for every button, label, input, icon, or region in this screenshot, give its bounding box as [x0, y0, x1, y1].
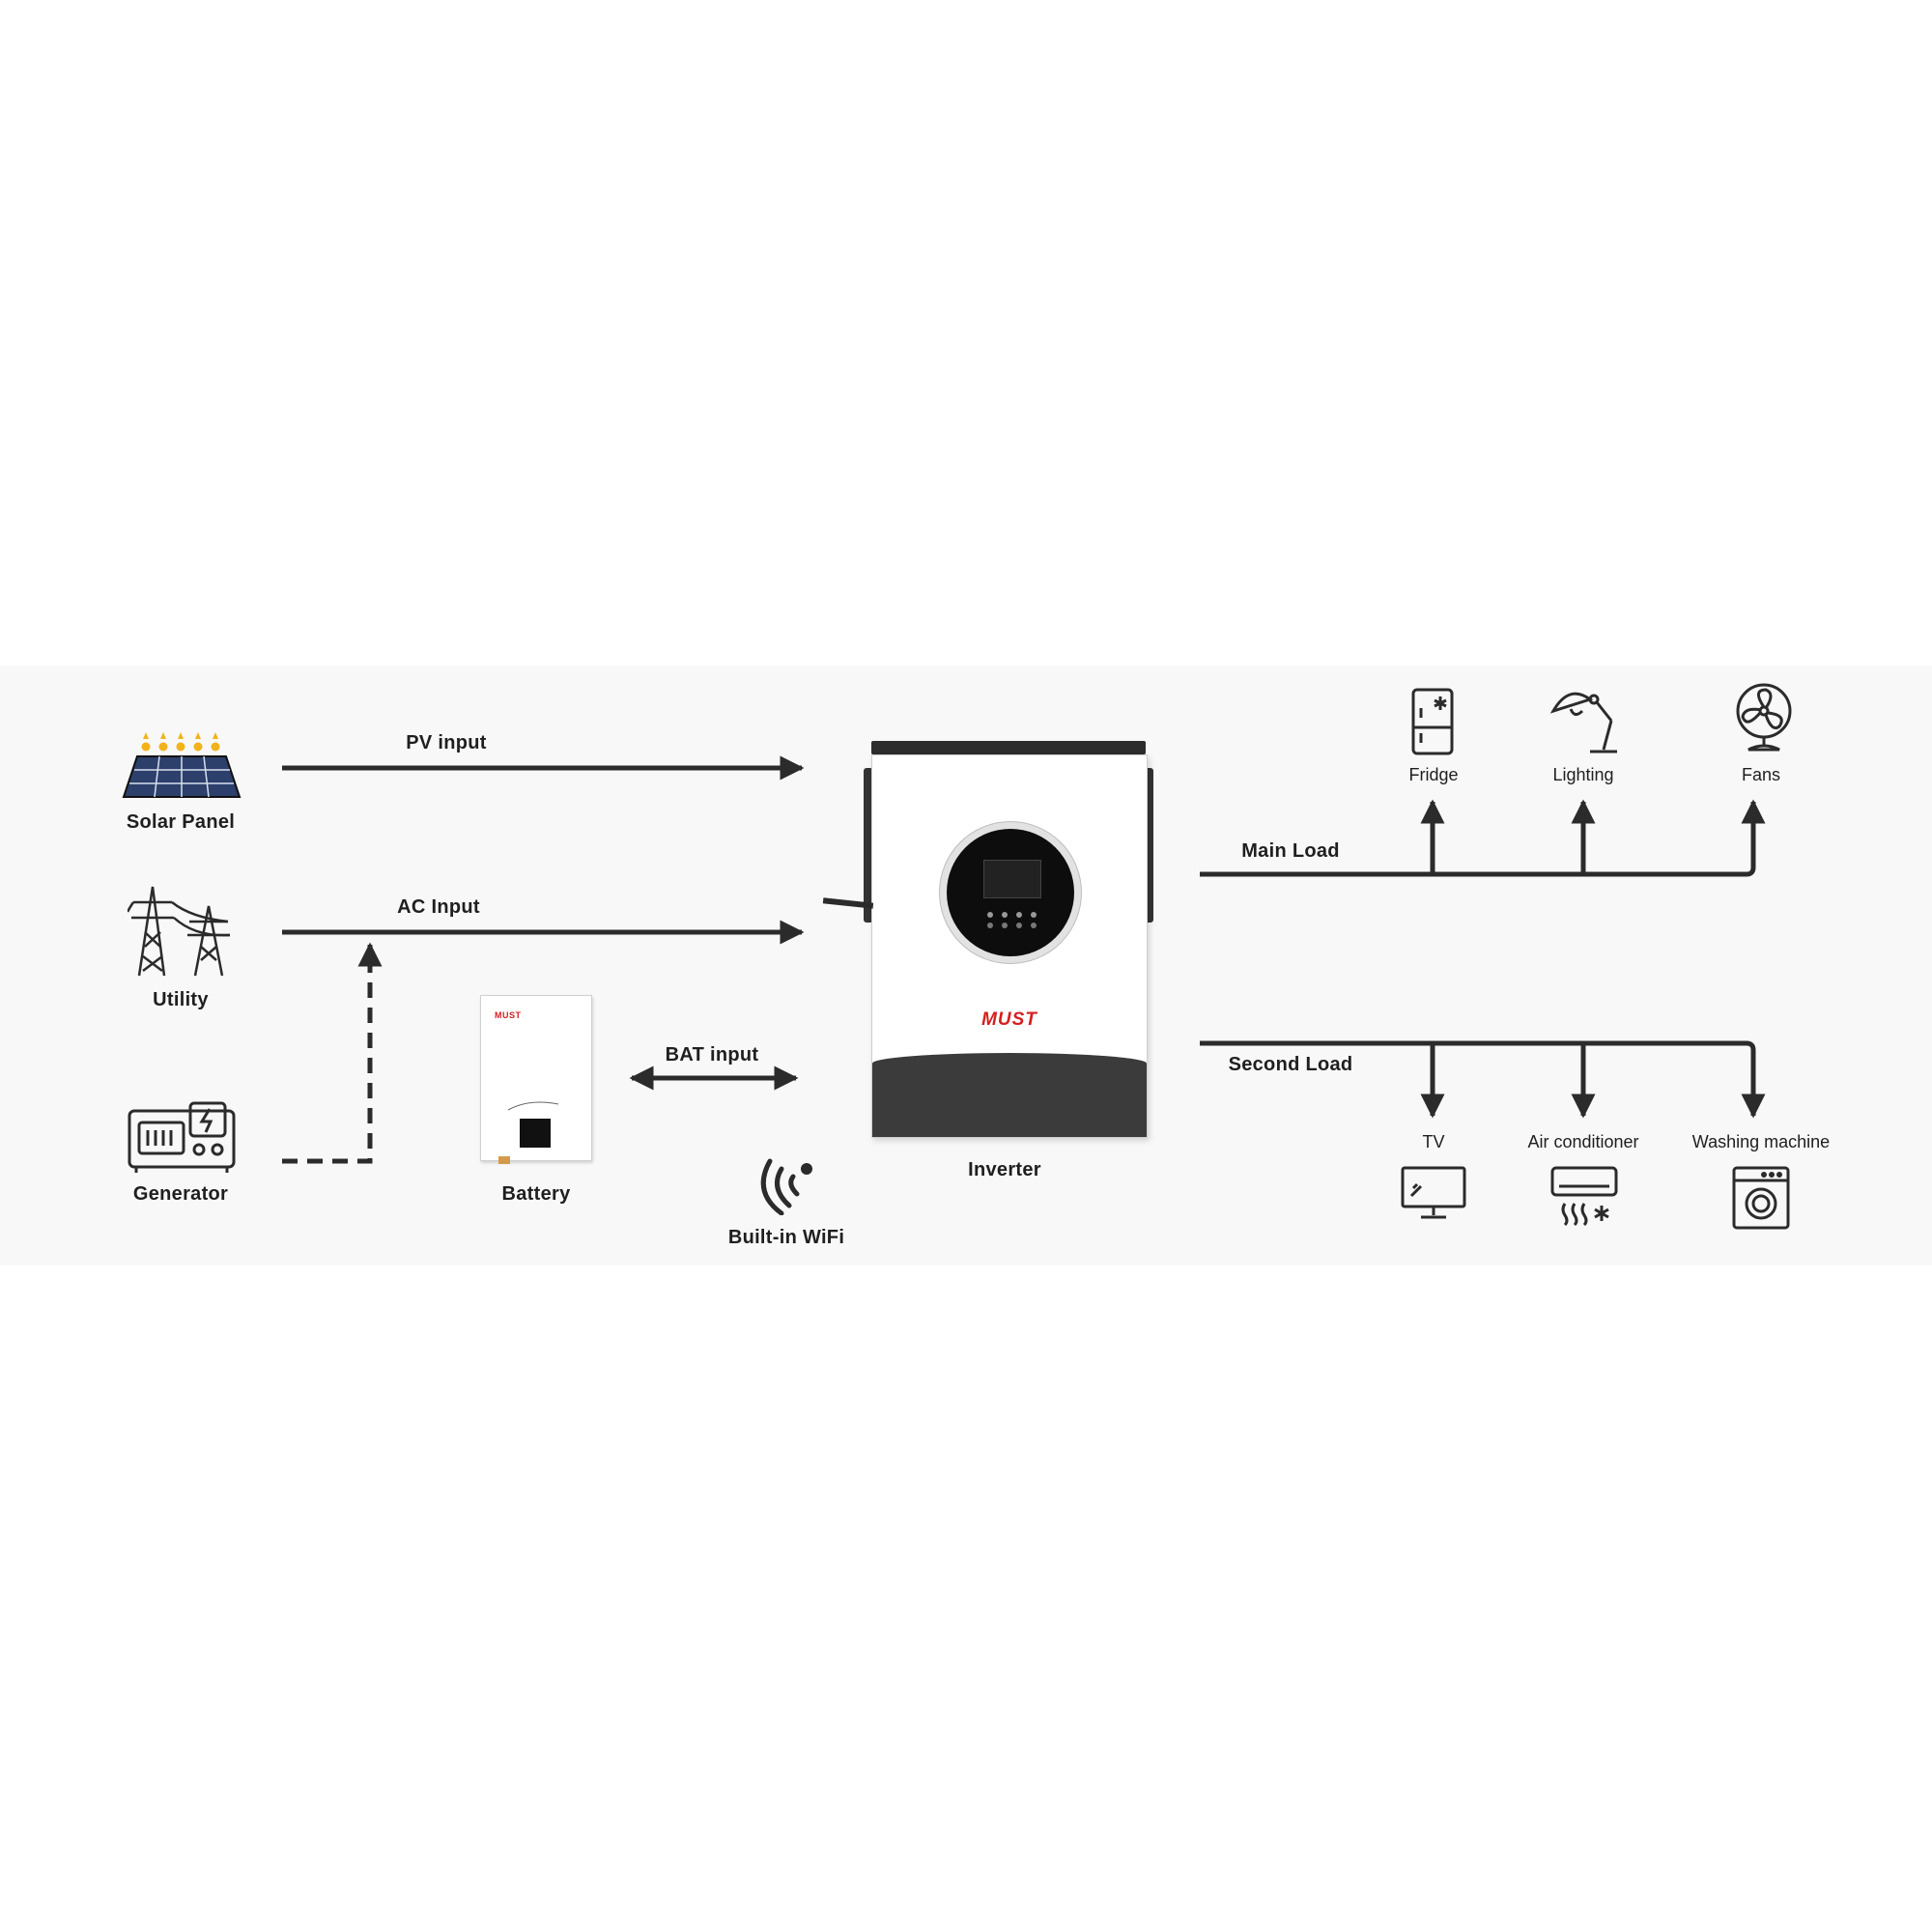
- battery-terminal: [498, 1156, 510, 1164]
- fans-label: Fans: [1741, 765, 1781, 784]
- battery-swoosh: [507, 1101, 559, 1111]
- solar-panel-label: Solar Panel: [126, 811, 236, 833]
- utility-label: Utility: [153, 989, 209, 1010]
- ac-input-label: AC Input: [397, 896, 480, 918]
- generator-dashed-line: [282, 942, 383, 1164]
- second-load-label: Second Load: [1228, 1054, 1353, 1075]
- bat-input-label: BAT input: [665, 1044, 759, 1065]
- tv-label: TV: [1422, 1132, 1445, 1151]
- wifi-label: Built-in WiFi: [727, 1227, 845, 1248]
- generator-label: Generator: [132, 1183, 229, 1205]
- inverter-display: [947, 829, 1074, 956]
- air-conditioner-icon: [1549, 1165, 1619, 1227]
- main-load-label: Main Load: [1241, 840, 1340, 862]
- inverter-brand: MUST: [981, 1009, 1037, 1030]
- battery-screen: [520, 1119, 551, 1148]
- battery-brand: MUST: [495, 1010, 522, 1020]
- lighting-label: Lighting: [1552, 765, 1614, 784]
- inverter-side-right: [1144, 768, 1153, 923]
- second-load-line: [1200, 1040, 1766, 1119]
- tv-icon: [1400, 1165, 1467, 1221]
- inverter-screen: [983, 860, 1041, 898]
- washing-machine-icon: [1731, 1165, 1791, 1231]
- pv-input-label: PV input: [406, 732, 487, 753]
- inverter-label: Inverter: [968, 1159, 1041, 1180]
- fan-icon: [1733, 682, 1795, 753]
- utility-tower-icon: [128, 879, 236, 980]
- inverter-top-cap: [871, 741, 1146, 754]
- wifi-icon: [760, 1157, 818, 1215]
- inverter-buttons: [987, 910, 1037, 929]
- air-conditioner-label: Air conditioner: [1527, 1132, 1639, 1151]
- inverter-display-ring: [939, 821, 1082, 964]
- washing-machine-label: Washing machine: [1691, 1132, 1831, 1151]
- fridge-icon: [1410, 687, 1455, 756]
- generator-icon: [127, 1099, 237, 1175]
- lamp-icon: [1549, 682, 1621, 755]
- fridge-label: Fridge: [1408, 765, 1459, 784]
- solar-panel-icon: [120, 729, 243, 799]
- main-load-line: [1200, 799, 1766, 877]
- battery-label: Battery: [501, 1183, 571, 1205]
- inverter-base: [872, 1053, 1147, 1137]
- inverter-device: MUST: [864, 739, 1153, 1138]
- battery-device: MUST: [480, 995, 592, 1164]
- inverter-body: MUST: [871, 754, 1148, 1138]
- inverter-side-left: [864, 768, 873, 923]
